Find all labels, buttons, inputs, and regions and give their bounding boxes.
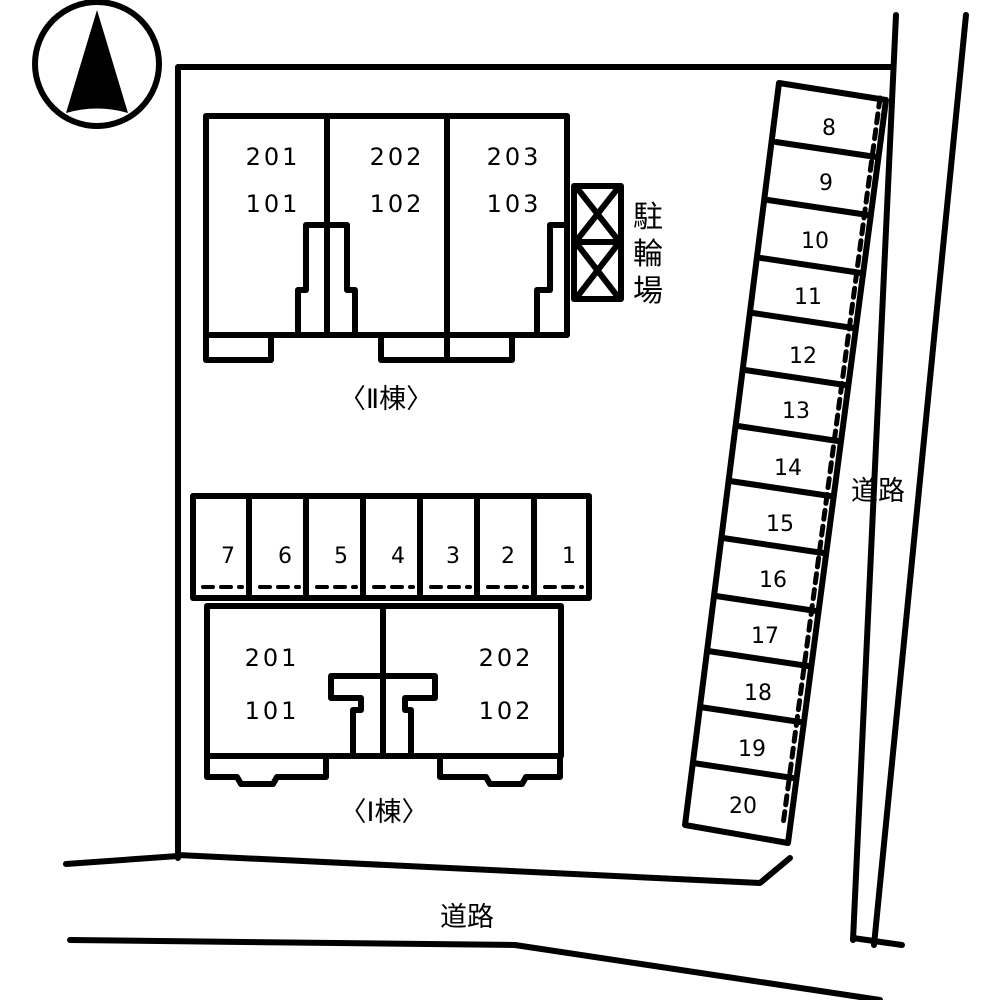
building-2-unit-101: 101	[246, 190, 301, 218]
building-2-label: 〈Ⅱ棟〉	[339, 384, 433, 415]
parking-slot-2: 2	[501, 544, 515, 569]
road-east	[850, 12, 969, 948]
parking-slot-6: 6	[278, 544, 292, 569]
road-south-label: 道路	[440, 902, 494, 933]
parking-slot-7: 7	[221, 544, 235, 569]
road-east-label: 道路	[851, 476, 905, 507]
parking-slot-4: 4	[391, 544, 405, 569]
site-boundary	[175, 64, 894, 886]
building-2-unit-103: 103	[487, 190, 542, 218]
building-1-unit-202: 202	[479, 644, 534, 672]
parking-slot-12: 12	[789, 344, 817, 369]
parking-slot-3: 3	[446, 544, 460, 569]
north-arrow-icon	[32, 0, 162, 129]
parking-slot-20: 20	[729, 794, 757, 819]
parking-side-column	[682, 80, 889, 846]
parking-slot-19: 19	[738, 737, 766, 762]
building-2-unit-202: 202	[370, 143, 425, 171]
building-1-label: 〈Ⅰ棟〉	[340, 797, 429, 828]
building-2-unit-201: 201	[246, 143, 301, 171]
parking-slot-16: 16	[759, 568, 787, 593]
building-2	[203, 113, 570, 363]
parking-slot-1: 1	[562, 544, 576, 569]
parking-slot-14: 14	[774, 456, 802, 481]
building-2-unit-203: 203	[487, 143, 542, 171]
parking-slot-18: 18	[744, 681, 772, 706]
parking-slot-15: 15	[766, 512, 794, 537]
building-1	[204, 603, 564, 787]
parking-slot-8: 8	[822, 116, 836, 141]
parking-side-wheelstops	[780, 95, 883, 828]
parking-slot-13: 13	[782, 399, 810, 424]
parking-slot-17: 17	[751, 624, 779, 649]
building-2-unit-102: 102	[370, 190, 425, 218]
parking-slot-5: 5	[334, 544, 348, 569]
building-1-unit-102: 102	[479, 697, 534, 725]
bicycle-parking-label-1: 駐	[633, 200, 663, 235]
parking-slot-11: 11	[794, 285, 822, 310]
road-south	[63, 853, 883, 1000]
building-1-unit-101: 101	[245, 697, 300, 725]
bicycle-parking-label-2: 輪	[633, 237, 663, 272]
bicycle-parking	[571, 183, 624, 302]
building-1-unit-201: 201	[245, 644, 300, 672]
parking-slot-10: 10	[801, 229, 829, 254]
parking-front-row	[190, 493, 592, 601]
parking-slot-9: 9	[819, 171, 833, 196]
bicycle-parking-label-3: 場	[633, 274, 663, 309]
